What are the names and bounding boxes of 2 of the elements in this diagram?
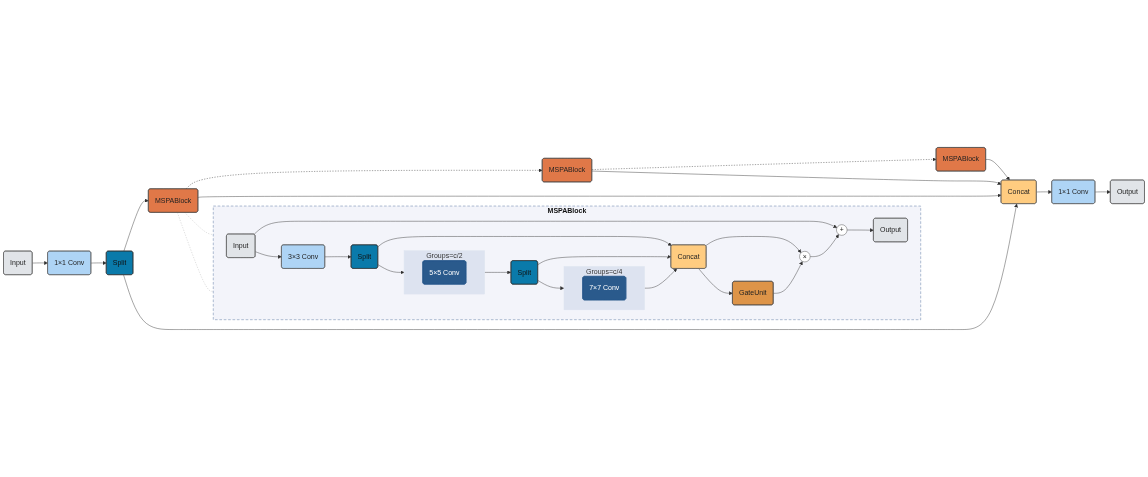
connector xyxy=(184,212,214,235)
connector xyxy=(177,212,214,292)
